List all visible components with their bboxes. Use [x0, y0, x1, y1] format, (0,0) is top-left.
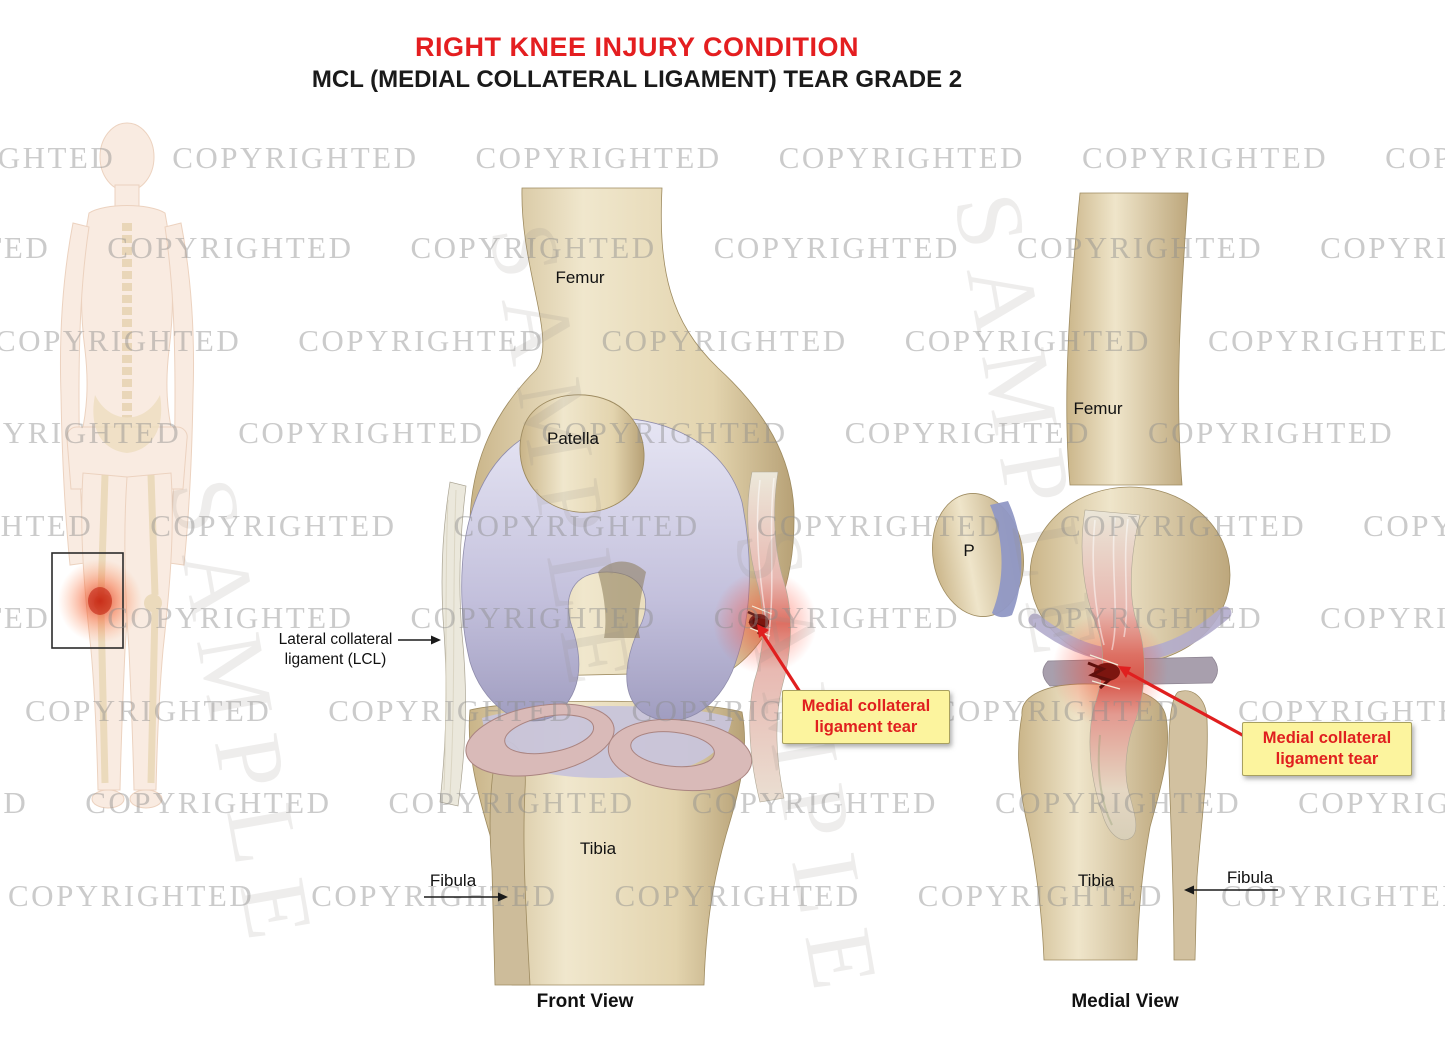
medial-mcl-tear-callout-line2: ligament tear [1275, 750, 1379, 768]
body-figure-illustration [51, 122, 194, 809]
fibula-medial [1168, 690, 1208, 961]
page-title: RIGHT KNEE INJURY CONDITION [414, 32, 860, 62]
femur-shaft [1066, 192, 1189, 486]
medial-view-illustration [931, 192, 1232, 961]
injury-highlight-box [51, 552, 124, 649]
front-lcl-label: Lateral collateral ligament (LCL) [248, 630, 423, 670]
meniscus-right [607, 718, 753, 792]
front-fibula-label: Fibula [429, 871, 477, 890]
medial-femur-label: Femur [1073, 399, 1123, 418]
front-mcl-tear-callout-line2: ligament tear [814, 718, 918, 736]
medial-mcl-tear-callout-line1: Medial collateral [1262, 729, 1392, 747]
patella-medial [931, 493, 1025, 618]
front-lcl-label-line1: Lateral collateral [278, 631, 393, 648]
front-tibia-label: Tibia [579, 839, 617, 858]
fibula-bone [489, 739, 531, 986]
front-femur-label: Femur [555, 268, 605, 287]
patella-bone [519, 394, 645, 513]
medial-view-caption: Medial View [1071, 991, 1179, 1012]
intercondylar-notch [598, 561, 646, 638]
front-mcl-tear-callout-line1: Medial collateral [801, 697, 931, 715]
page-subtitle: MCL (MEDIAL COLLATERAL LIGAMENT) TEAR GR… [311, 66, 963, 93]
medial-mcl-tear-callout: Medial collateral ligament tear [1242, 722, 1412, 776]
injury-core [88, 587, 112, 615]
lateral-collateral-ligament [439, 481, 467, 807]
medial-tibia-label: Tibia [1077, 871, 1115, 890]
medial-fibula-label: Fibula [1226, 868, 1274, 887]
front-patella-label: Patella [547, 429, 599, 448]
front-lcl-label-line2: ligament (LCL) [284, 651, 387, 668]
medial-patella-label: P [963, 541, 975, 560]
front-mcl-tear-callout: Medial collateral ligament tear [782, 690, 950, 744]
front-view-illustration [439, 187, 817, 986]
front-view-caption: Front View [536, 991, 634, 1012]
meniscus-left [465, 703, 615, 777]
